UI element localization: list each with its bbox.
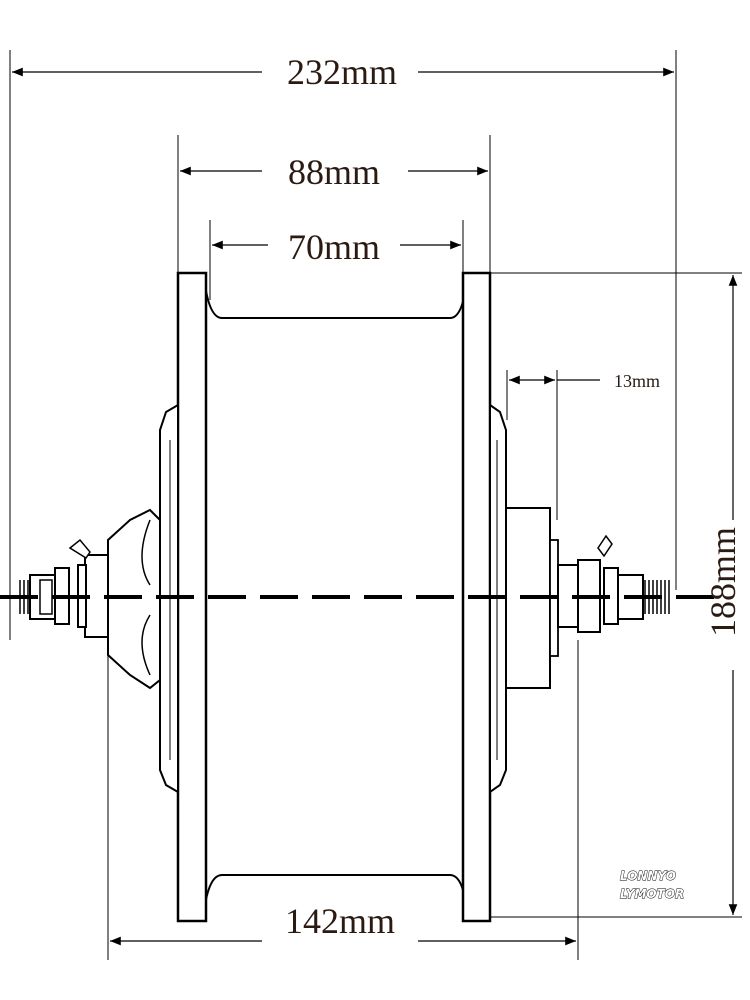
dim-label-88: 88mm bbox=[288, 152, 380, 192]
brand-logo-line1: LONNYO bbox=[620, 869, 676, 883]
brand-logo: LONNYO LYMOTOR bbox=[620, 869, 685, 902]
dim-label-142: 142mm bbox=[285, 901, 395, 941]
extension-lines bbox=[9, 50, 742, 960]
dim-label-13: 13mm bbox=[614, 371, 660, 391]
dim-label-188: 188mm bbox=[703, 527, 743, 637]
dimension-labels: 232mm 88mm 70mm 13mm 188mm 142mm bbox=[285, 52, 743, 941]
dimension-lines bbox=[11, 67, 738, 946]
dim-label-232: 232mm bbox=[287, 52, 397, 92]
dim-label-70: 70mm bbox=[288, 227, 380, 267]
brand-logo-line2: LYMOTOR bbox=[620, 887, 684, 901]
